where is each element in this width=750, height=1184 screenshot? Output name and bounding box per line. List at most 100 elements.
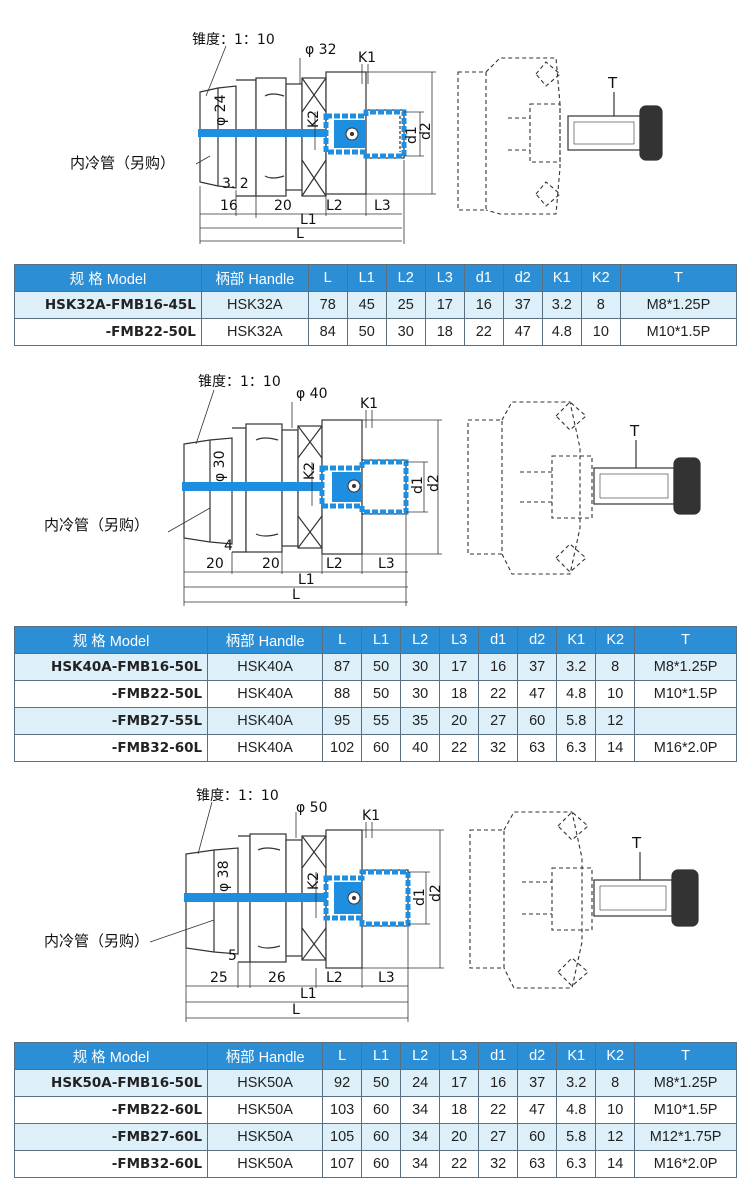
l-label: L (292, 1002, 300, 1018)
cell-l3: 18 (439, 680, 480, 708)
cell-handle: HSK50A (207, 1150, 324, 1178)
cell-d2: 63 (517, 734, 558, 762)
cell-model: -FMB22-50L (14, 318, 202, 346)
table-header-row: 规 格 Model 柄部 Handle L L1 L2 L3 d1 d2 K1 … (14, 264, 738, 292)
col-model: 规 格 Model (13, 1042, 209, 1070)
cell-l3: 22 (439, 734, 480, 762)
t-label: T (631, 834, 642, 852)
cell-handle: HSK50A (207, 1069, 324, 1097)
seg1-label: 25 (210, 970, 228, 986)
table-row: -FMB22-60L HSK50A 103 60 34 18 22 47 4.8… (13, 1096, 737, 1124)
cell-d1: 27 (478, 707, 519, 735)
table-row: -FMB27-60L HSK50A 105 60 34 20 27 60 5.8… (13, 1123, 737, 1151)
cell-d2: 37 (502, 291, 543, 319)
cell-l: 102 (322, 734, 363, 762)
cell-l2: 30 (400, 680, 441, 708)
cell-k1: 5.8 (556, 707, 597, 735)
cell-k1: 3.2 (556, 1069, 597, 1097)
col-d2: d2 (517, 626, 558, 654)
cell-l: 103 (322, 1096, 363, 1124)
col-l3: L3 (439, 1042, 480, 1070)
l1-label: L1 (300, 986, 317, 1002)
coolant-channel (182, 482, 322, 491)
cell-k1: 3.2 (541, 291, 582, 319)
cell-l2: 35 (400, 707, 441, 735)
cell-k1: 3.2 (556, 653, 597, 681)
col-d1: d1 (478, 626, 519, 654)
cell-model: -FMB32-60L (13, 1150, 209, 1178)
k1-label: K1 (358, 50, 376, 66)
cell-d2: 47 (517, 680, 558, 708)
section-hsk32: 锥度：1：10 φ 32 K1 φ 24 K2 d1 d2 内冷管（另购） 3.… (0, 0, 750, 355)
col-l1: L1 (361, 1042, 402, 1070)
drawing-hsk40: 锥度：1：10 φ 40 K1 φ 30 K2 d1 d2 内冷管（另购） 4 … (44, 374, 701, 606)
l-label: L (296, 226, 304, 242)
cell-d1: 27 (478, 1123, 519, 1151)
table-row: -FMB22-50L HSK40A 88 50 30 18 22 47 4.8 … (13, 680, 737, 708)
cell-l3: 18 (424, 318, 465, 346)
cell-l1: 60 (361, 1096, 402, 1124)
table-row: -FMB27-55L HSK40A 95 55 35 20 27 60 5.8 … (13, 707, 737, 735)
t-label: T (607, 74, 618, 92)
cell-model: HSK40A-FMB16-50L (13, 653, 209, 681)
l3-label: L3 (374, 198, 391, 214)
cell-d1: 16 (463, 291, 504, 319)
d1-label: d1 (404, 126, 420, 144)
cell-l2: 30 (400, 653, 441, 681)
cell-k2: 10 (595, 1096, 636, 1124)
col-k2: K2 (595, 626, 636, 654)
coolant-label: 内冷管（另购） (70, 154, 175, 172)
cell-l: 92 (322, 1069, 363, 1097)
spec-table-hsk32: 规 格 Model 柄部 Handle L L1 L2 L3 d1 d2 K1 … (14, 264, 738, 346)
t-label: T (629, 422, 640, 440)
cell-k1: 4.8 (556, 680, 597, 708)
table-row: -FMB32-60L HSK50A 107 60 34 22 32 63 6.3… (13, 1150, 737, 1178)
col-l2: L2 (400, 1042, 441, 1070)
cell-k1: 6.3 (556, 1150, 597, 1178)
cell-l1: 60 (361, 1150, 402, 1178)
cell-t: M10*1.5P (634, 680, 737, 708)
cell-k2: 12 (595, 707, 636, 735)
coolant-label: 内冷管（另购） (44, 932, 149, 950)
k2-label: K2 (306, 110, 322, 128)
seg1-label: 20 (206, 556, 224, 572)
cell-handle: HSK50A (207, 1096, 324, 1124)
dia-label: φ 40 (296, 386, 328, 402)
cell-k1: 4.8 (541, 318, 582, 346)
cell-d2: 37 (517, 653, 558, 681)
col-l: L (307, 264, 348, 292)
col-d2: d2 (502, 264, 543, 292)
cell-t (634, 707, 737, 735)
cell-l: 84 (307, 318, 348, 346)
cell-k2: 14 (595, 734, 636, 762)
cell-l1: 50 (361, 653, 402, 681)
cell-model: -FMB22-60L (13, 1096, 209, 1124)
small-dim-label: 5 (228, 948, 237, 964)
bore-label: φ 30 (212, 451, 228, 483)
spec-table-hsk40: 规 格 Model 柄部 Handle L L1 L2 L3 d1 d2 K1 … (13, 626, 737, 762)
small-dim-label: 4 (224, 538, 233, 554)
dia-label: φ 32 (305, 42, 337, 58)
cell-l2: 34 (400, 1096, 441, 1124)
cell-d1: 16 (478, 653, 519, 681)
d2-label: d2 (426, 474, 442, 492)
cell-handle: HSK50A (207, 1123, 324, 1151)
cell-t: M10*1.5P (619, 318, 738, 346)
cell-k2: 8 (580, 291, 621, 319)
k2-label: K2 (306, 872, 322, 890)
taper-label: 锥度：1：10 (198, 374, 281, 390)
d1-label: d1 (410, 476, 426, 494)
col-k2: K2 (580, 264, 621, 292)
col-k1: K1 (556, 1042, 597, 1070)
cell-l3: 17 (439, 653, 480, 681)
cell-d2: 63 (517, 1150, 558, 1178)
cell-d1: 22 (463, 318, 504, 346)
drawing-hsk32: 锥度：1：10 φ 32 K1 φ 24 K2 d1 d2 内冷管（另购） 3.… (70, 32, 663, 244)
seg1-label: 16 (220, 198, 238, 214)
drawing-hsk50: 锥度：1：10 φ 50 K1 φ 38 K2 d1 d2 内冷管（另购） 5 … (44, 788, 699, 1022)
cell-t: M16*2.0P (634, 734, 737, 762)
cell-d1: 32 (478, 734, 519, 762)
col-model: 规 格 Model (14, 264, 202, 292)
table-row: -FMB22-50L HSK32A 84 50 30 18 22 47 4.8 … (14, 318, 738, 346)
cell-k1: 5.8 (556, 1123, 597, 1151)
